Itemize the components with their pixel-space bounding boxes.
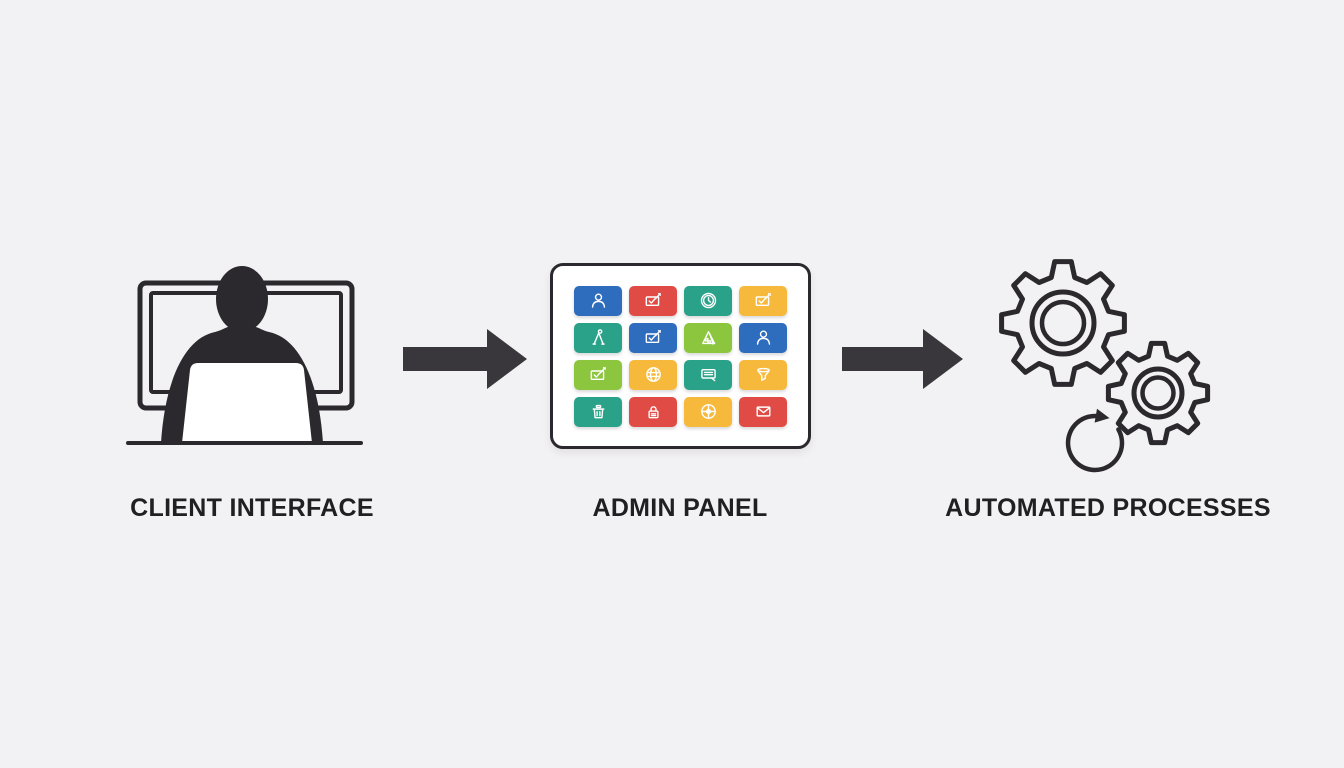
edit-check-icon — [645, 292, 661, 307]
app-tile-funnel — [739, 359, 787, 390]
admin-panel-grid — [574, 285, 787, 427]
chat-icon — [700, 368, 716, 382]
app-tile-edit-check — [574, 359, 622, 390]
globe-icon — [645, 367, 661, 382]
mail-icon — [756, 406, 770, 417]
app-tile-lock — [629, 396, 677, 427]
gear-large-hub-inner — [1039, 299, 1087, 347]
app-tile-user — [574, 285, 622, 316]
app-tile-globe — [629, 359, 677, 390]
compass-icon — [591, 329, 605, 345]
easel-icon — [701, 331, 715, 345]
client-figure — [126, 266, 363, 445]
app-tile-trash — [574, 396, 622, 427]
gear-large-icon — [999, 259, 1127, 387]
person-head — [216, 266, 268, 332]
trash-icon — [592, 404, 604, 419]
gear-large-hub-outer — [1029, 289, 1097, 357]
edit-check-icon — [755, 292, 771, 307]
refresh-arrowhead — [1094, 408, 1110, 423]
refresh-arrow-icon — [1065, 413, 1125, 473]
app-tile-edit-check — [629, 285, 677, 316]
edit-check-icon — [645, 329, 661, 344]
stage-label-client-interface: CLIENT INTERFACE — [130, 494, 374, 522]
clock-icon — [700, 292, 716, 309]
stage-label-admin-panel: ADMIN PANEL — [592, 494, 768, 522]
app-tile-mail — [739, 396, 787, 427]
app-tile-edit-check — [739, 285, 787, 316]
app-tile-wheel — [684, 396, 732, 427]
edit-check-icon — [590, 366, 606, 381]
automation-figure — [999, 259, 1211, 473]
arrow-right-icon-1 — [403, 329, 527, 389]
app-tile-edit-check — [629, 322, 677, 353]
funnel-icon — [756, 367, 770, 381]
gear-small-hub-outer — [1131, 366, 1185, 420]
gear-small-icon — [1105, 340, 1211, 446]
user-icon — [591, 293, 605, 308]
app-tile-compass — [574, 322, 622, 353]
app-tile-chat — [684, 359, 732, 390]
app-tile-user — [739, 322, 787, 353]
lock-icon — [647, 406, 659, 419]
app-tile-clock — [684, 285, 732, 316]
wheel-icon — [700, 404, 716, 419]
app-tile-easel — [684, 322, 732, 353]
user-icon — [756, 330, 770, 345]
admin-panel — [550, 263, 811, 449]
arrow-right-icon-2 — [842, 329, 963, 389]
gear-small-hub-inner — [1140, 375, 1176, 411]
stage-label-automated-processes: AUTOMATED PROCESSES — [945, 494, 1271, 522]
laptop-icon — [182, 363, 312, 443]
